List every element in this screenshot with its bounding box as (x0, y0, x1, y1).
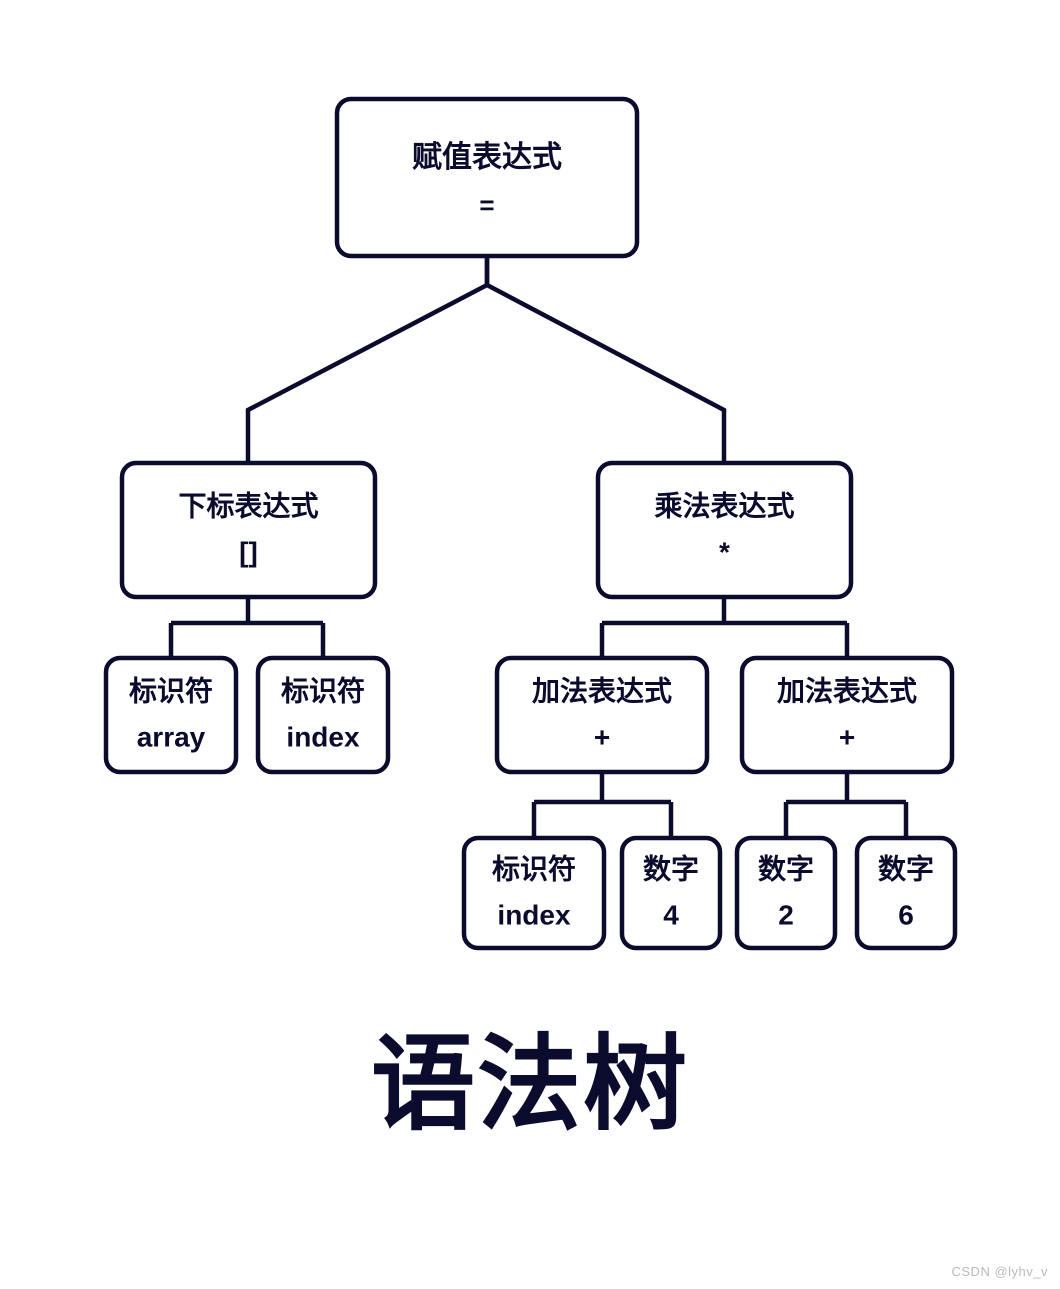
node-box-number-4 (619, 835, 723, 951)
node-box-multiply-expression (595, 460, 854, 600)
edge-root-to-subscript (245, 256, 490, 463)
node-label-secondary-identifier-index-right: index (497, 899, 571, 930)
node-box-add-expression-left (494, 655, 710, 775)
node-label-primary-number-2: 数字 (758, 852, 814, 884)
node-label-secondary-identifier-index-left: index (286, 721, 360, 752)
tree-node-number-4[interactable]: 数字 4 (619, 835, 723, 951)
tree-node-identifier-index-right[interactable]: 标识符 index (461, 835, 607, 951)
node-box-assign-expression (334, 96, 640, 259)
node-label-secondary-assign-expression: = (479, 190, 494, 220)
node-box-identifier-index-left (255, 655, 391, 775)
edges-layer (168, 256, 909, 838)
node-label-primary-number-4: 数字 (643, 852, 699, 884)
nodes-layer: 赋值表达式 = 下标表达式 [] 乘法表达式 * 标识符 array 标识符 index 加法表达式… (103, 96, 958, 951)
node-label-primary-identifier-array: 标识符 (129, 674, 213, 706)
node-label-primary-identifier-index-left: 标识符 (281, 674, 365, 706)
tree-node-assign-expression[interactable]: 赋值表达式 = (334, 96, 640, 259)
tree-node-number-2[interactable]: 数字 2 (734, 835, 838, 951)
node-box-identifier-array (103, 655, 239, 775)
edge-multiply-stem (599, 597, 850, 658)
node-box-subscript-expression (119, 460, 378, 600)
node-label-secondary-identifier-array: array (137, 721, 206, 752)
node-label-primary-number-6: 数字 (878, 852, 934, 884)
node-box-number-6 (854, 835, 958, 951)
tree-node-add-expression-right[interactable]: 加法表达式 + (739, 655, 955, 775)
node-label-secondary-add-expression-right: + (839, 721, 855, 752)
tree-node-multiply-expression[interactable]: 乘法表达式 * (595, 460, 854, 600)
node-label-primary-add-expression-left: 加法表达式 (532, 675, 672, 706)
node-label-primary-subscript-expression: 下标表达式 (178, 490, 318, 521)
page-title: 语法树 (370, 1027, 689, 1143)
node-label-secondary-multiply-expression: * (719, 536, 730, 567)
edge-add-right-stem (783, 772, 909, 838)
tree-node-identifier-index-left[interactable]: 标识符 index (255, 655, 391, 775)
node-label-primary-add-expression-right: 加法表达式 (777, 675, 917, 706)
node-label-secondary-number-2: 2 (778, 899, 794, 930)
tree-node-subscript-expression[interactable]: 下标表达式 [] (119, 460, 378, 600)
edge-subscript-stem (168, 597, 326, 658)
node-label-primary-identifier-index-right: 标识符 (492, 852, 576, 884)
edge-root-to-multiply (484, 256, 727, 463)
node-label-secondary-number-6: 6 (898, 899, 914, 930)
node-box-add-expression-right (739, 655, 955, 775)
node-label-primary-assign-expression: 赋值表达式 (412, 141, 562, 174)
node-box-identifier-index-right (461, 835, 607, 951)
node-label-secondary-add-expression-left: + (594, 721, 610, 752)
tree-node-identifier-array[interactable]: 标识符 array (103, 655, 239, 775)
watermark-label: CSDN @lyhv_v (951, 1264, 1048, 1279)
node-label-secondary-subscript-expression: [] (239, 536, 258, 567)
edge-add-left-stem (531, 772, 674, 838)
tree-node-number-6[interactable]: 数字 6 (854, 835, 958, 951)
node-label-primary-multiply-expression: 乘法表达式 (654, 490, 794, 521)
node-box-number-2 (734, 835, 838, 951)
node-label-secondary-number-4: 4 (663, 899, 679, 930)
tree-node-add-expression-left[interactable]: 加法表达式 + (494, 655, 710, 775)
